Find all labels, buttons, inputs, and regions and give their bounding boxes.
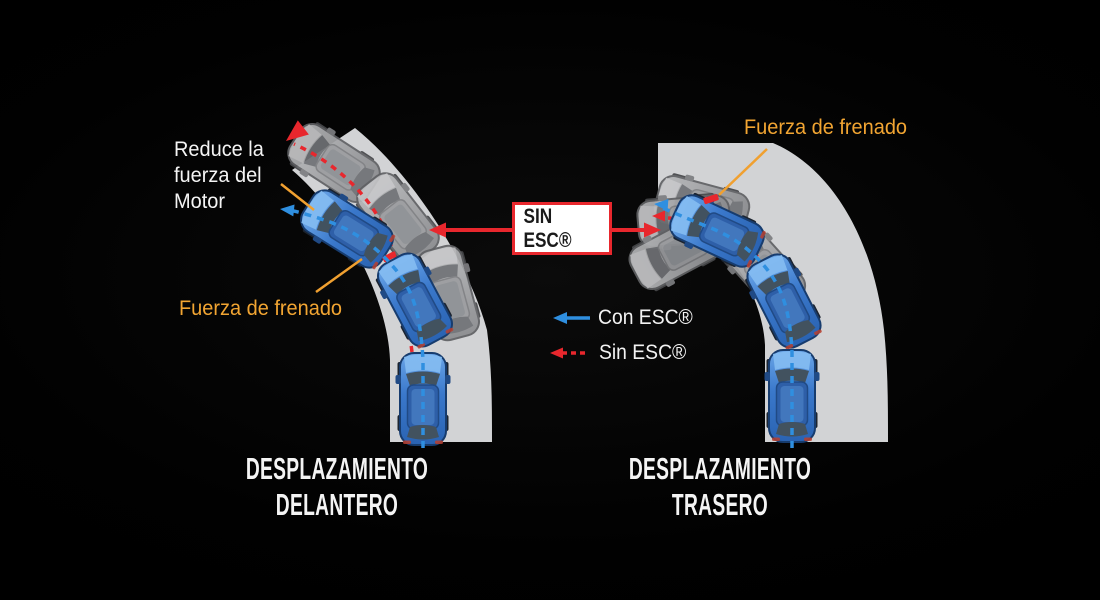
engine-force-note: Reduce la fuerza del Motor [174, 137, 264, 215]
sin-esc-box-label: SIN ESC® [523, 204, 572, 252]
legend-item-sin-esc: Sin ESC® [599, 341, 687, 364]
con-esc-arrowhead-left [280, 204, 295, 217]
sin-esc-box-right-arrowhead [644, 222, 661, 238]
caption-front-displacement: DESPLAZAMIENTO DELANTERO [137, 451, 537, 523]
caption-rear-displacement-text: DESPLAZAMIENTO TRASERO [628, 451, 812, 522]
legend-con-esc-arrowhead [553, 312, 567, 324]
engine-note-callout-line [280, 183, 315, 211]
brake-force-label-right: Fuerza de frenado [744, 116, 908, 139]
engine-force-note-line: Motor [174, 190, 226, 213]
sin-esc-arrowhead-left [286, 120, 309, 141]
brake-force-marker-right [703, 194, 719, 205]
sin-esc-box-left-arrowhead [429, 222, 446, 238]
sin-esc-arrowhead-right [652, 210, 665, 222]
con-esc-arrowhead-right [654, 198, 669, 211]
legend-item-con-esc: Con ESC® [598, 306, 693, 329]
legend-sin-esc-arrowhead [550, 347, 563, 359]
trajectory-con-esc-right [662, 206, 794, 448]
engine-force-note-line: fuerza del [174, 164, 262, 187]
brake-label-callout-line-left [315, 257, 363, 294]
trajectory-con-esc-left [287, 208, 425, 448]
brake-label-callout-line-right [718, 148, 768, 196]
sin-esc-box: SIN ESC® [512, 202, 612, 255]
brake-force-label-left: Fuerza de frenado [179, 297, 343, 320]
caption-rear-displacement: DESPLAZAMIENTO TRASERO [520, 451, 920, 523]
engine-force-note-line: Reduce la [174, 138, 264, 161]
caption-front-displacement-text: DESPLAZAMIENTO DELANTERO [245, 451, 429, 522]
